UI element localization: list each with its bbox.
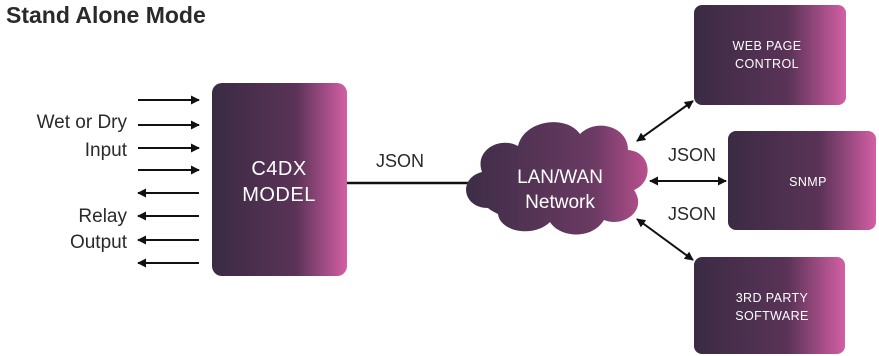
- link-json-label: JSON: [376, 151, 424, 171]
- third-party-label-line2: SOFTWARE: [735, 309, 809, 323]
- input-label-line2: Input: [85, 140, 128, 161]
- network-label-line2: Network: [525, 192, 595, 213]
- input-label-line1: Wet or Dry: [37, 112, 128, 133]
- snmp-json-top-label: JSON: [668, 145, 716, 165]
- device-box: [212, 83, 347, 276]
- third-party-software-box: [694, 257, 845, 354]
- snmp-box: [728, 131, 876, 230]
- device-label-line2: MODEL: [242, 184, 316, 206]
- web-link-arrow: [636, 100, 694, 142]
- device-label-line1: C4DX: [251, 158, 306, 180]
- output-label-line2: Output: [70, 232, 128, 253]
- web-page-control-box: [694, 5, 846, 105]
- network-cloud: [466, 122, 648, 235]
- snmp-json-bottom-label: JSON: [668, 204, 716, 224]
- output-label-line1: Relay: [78, 206, 127, 227]
- page-title: Stand Alone Mode: [6, 2, 206, 28]
- third-party-link-arrow: [636, 218, 694, 261]
- third-party-label-line1: 3RD PARTY: [736, 291, 809, 305]
- snmp-label: SNMP: [789, 175, 827, 189]
- web-label-line2: CONTROL: [735, 57, 799, 71]
- network-label-line1: LAN/WAN: [517, 167, 603, 188]
- web-label-line1: WEB PAGE: [733, 39, 802, 53]
